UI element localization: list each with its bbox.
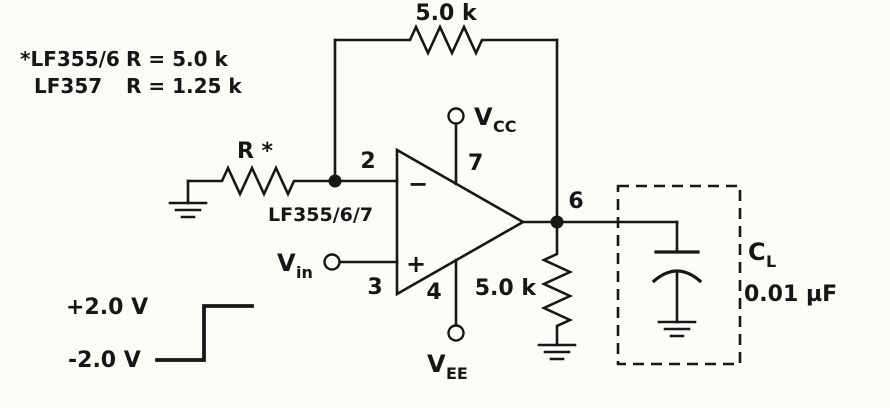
vee-terminal: 4 V EE: [426, 258, 468, 383]
step-waveform-icon: [155, 304, 254, 362]
input-ground: [168, 179, 208, 219]
step-low-label: -2.0 V: [68, 348, 141, 373]
vin-terminal-icon: [323, 253, 341, 271]
note-model-2: LF357: [34, 74, 102, 98]
feedback-resistor-value: 5.0 k: [415, 1, 478, 26]
note-value-1: R = 5.0 k: [126, 47, 228, 71]
vee-label-sub: EE: [446, 364, 468, 383]
noninverting-input-sign: +: [406, 250, 426, 278]
input-resistor-symbol: [186, 164, 337, 198]
pin-3-label: 3: [367, 275, 382, 300]
capacitor-label-sub: L: [766, 252, 776, 271]
load-resistor: 5.0 k: [475, 220, 577, 361]
load-resistor-symbol: [540, 220, 574, 347]
feedback-resistor: 5.0 k: [333, 1, 559, 57]
ground-icon: [168, 201, 208, 219]
input-resistor: R *: [186, 139, 337, 198]
input-step-waveform: +2.0 V -2.0 V: [66, 295, 254, 373]
note-model-1: *LF355/6: [20, 47, 120, 71]
load-capacitor: C L 0.01 µF: [651, 220, 837, 338]
vcc-label: V: [474, 103, 493, 131]
vee-terminal-icon: [447, 324, 465, 342]
vin-terminal: V in 3: [277, 249, 399, 300]
vcc-label-sub: CC: [493, 117, 516, 136]
capacitor-value: 0.01 µF: [744, 282, 837, 307]
pin-2-label: 2: [360, 149, 375, 174]
vcc-terminal: 7 V CC: [447, 103, 516, 186]
ground-icon: [657, 320, 697, 338]
inverting-input-sign: −: [408, 170, 428, 198]
input-resistor-label: R *: [237, 139, 274, 164]
vin-label: V: [277, 249, 296, 277]
opamp-triangle: [395, 147, 526, 297]
load-dashed-box: [616, 184, 742, 366]
note-value-2: R = 1.25 k: [126, 74, 242, 98]
vee-label: V: [427, 350, 446, 378]
step-high-label: +2.0 V: [66, 295, 148, 320]
opamp-part-label: LF355/6/7: [268, 204, 373, 226]
opamp: − + LF355/6/7: [268, 147, 526, 297]
vcc-terminal-icon: [447, 107, 465, 125]
pin-4-label: 4: [426, 280, 441, 305]
load-resistor-value: 5.0 k: [475, 276, 538, 301]
vin-label-sub: in: [296, 263, 313, 282]
capacitor-label: C: [748, 238, 766, 266]
ground-icon: [537, 343, 577, 361]
pin-7-label: 7: [468, 151, 483, 176]
feedback-resistor-symbol: [333, 23, 559, 57]
pin-6-label: 6: [568, 189, 583, 214]
notes-block: *LF355/6 R = 5.0 k LF357 R = 1.25 k: [20, 47, 242, 98]
